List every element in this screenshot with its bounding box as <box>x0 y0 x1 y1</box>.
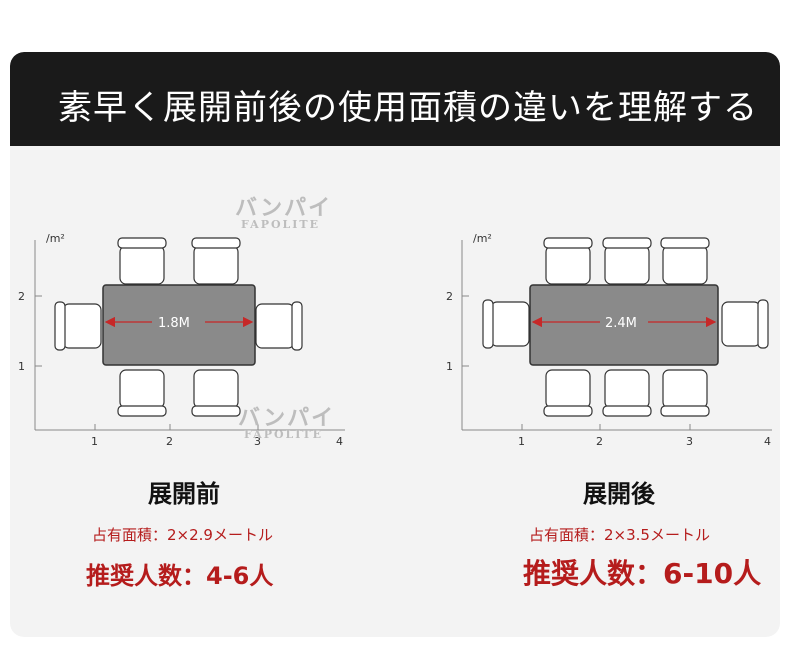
chair-icon <box>191 369 241 417</box>
right-y-tick: 2 <box>446 290 453 303</box>
header-banner: 素早く展開前後の使用面積の違いを理解する <box>10 52 780 146</box>
left-y-tick: 1 <box>18 360 25 373</box>
right-x-tick: 4 <box>764 435 771 448</box>
left-floor-diagram: /m² 2 1 1 2 3 4 1.8M <box>18 232 345 448</box>
table-length-label: 1.8M <box>158 316 190 331</box>
before-caption: 展開前 <box>148 480 220 508</box>
right-x-tick: 2 <box>596 435 603 448</box>
chair-icon <box>482 299 530 349</box>
chair-icon <box>54 301 102 351</box>
chair-icon <box>660 369 710 417</box>
header-title: 素早く展開前後の使用面積の違いを理解する <box>58 88 758 128</box>
chair-icon <box>117 237 167 285</box>
right-floor-diagram: /m² 2 1 1 2 3 4 2.4M <box>446 232 772 448</box>
table-length-label: 2.4M <box>605 316 637 331</box>
after-caption: 展開後 <box>583 480 655 508</box>
chair-icon <box>721 299 769 349</box>
after-area-text: 占有面積：2×3.5メートル <box>529 526 710 544</box>
left-x-tick: 3 <box>254 435 261 448</box>
chair-icon <box>543 369 593 417</box>
right-x-tick: 1 <box>518 435 525 448</box>
left-x-tick: 4 <box>336 435 343 448</box>
after-capacity-text: 推奨人数：6-10人 <box>523 557 762 590</box>
right-unit-label: /m² <box>473 232 492 245</box>
chair-icon <box>117 369 167 417</box>
table-top <box>529 284 719 366</box>
chair-icon <box>255 301 303 351</box>
left-y-tick: 2 <box>18 290 25 303</box>
chair-icon <box>191 237 241 285</box>
chair-icon <box>660 237 710 285</box>
right-x-tick: 3 <box>686 435 693 448</box>
left-x-tick: 2 <box>166 435 173 448</box>
brand-watermark: バンパイ FAPOLITE <box>238 406 336 441</box>
right-y-tick: 1 <box>446 360 453 373</box>
before-area-text: 占有面積：2×2.9メートル <box>92 526 273 544</box>
table-top <box>102 284 256 366</box>
before-capacity-text: 推奨人数：4-6人 <box>86 562 274 590</box>
chair-icon <box>543 237 593 285</box>
brand-watermark: バンパイ FAPOLITE <box>235 196 333 231</box>
left-x-tick: 1 <box>91 435 98 448</box>
left-unit-label: /m² <box>46 232 65 245</box>
chair-icon <box>602 237 652 285</box>
chair-icon <box>602 369 652 417</box>
